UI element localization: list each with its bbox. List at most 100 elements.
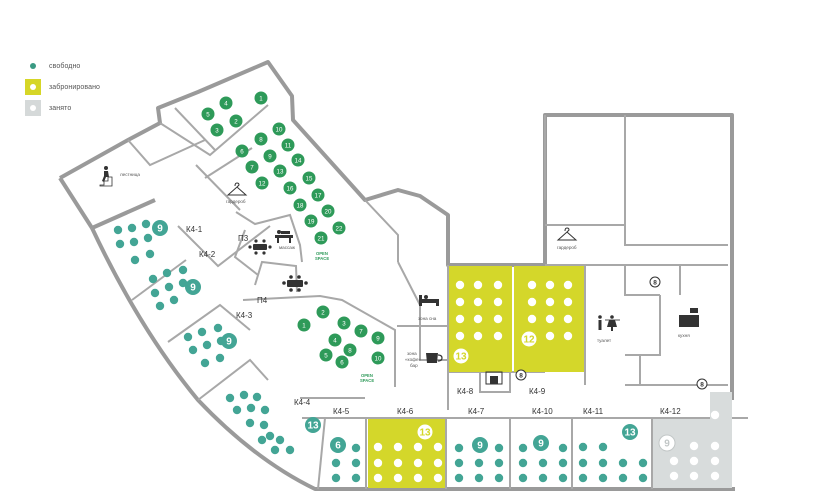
seat-dot[interactable] <box>393 473 403 483</box>
seat-dot[interactable] <box>183 332 193 342</box>
seat-dot[interactable] <box>252 392 262 402</box>
seat-dot[interactable] <box>493 297 503 307</box>
seat-dot[interactable] <box>169 295 179 305</box>
seat-dot[interactable] <box>474 458 484 468</box>
open-space-top-seat[interactable]: 2 <box>229 114 243 128</box>
seat-dot[interactable] <box>259 420 269 430</box>
open-space-mid-seat[interactable]: 1 <box>297 318 311 332</box>
seat-dot[interactable] <box>393 458 403 468</box>
seat-dot[interactable] <box>150 288 160 298</box>
seat-dot[interactable] <box>178 278 188 288</box>
seat-dot[interactable] <box>413 473 423 483</box>
seat-dot[interactable] <box>455 314 465 324</box>
seat-dot[interactable] <box>493 314 503 324</box>
open-space-top-seat[interactable]: 13 <box>273 164 287 178</box>
seat-dot[interactable] <box>331 458 341 468</box>
seat-dot[interactable] <box>558 443 568 453</box>
seat-dot[interactable] <box>493 331 503 341</box>
seat-dot[interactable] <box>689 456 699 466</box>
open-space-top-seat[interactable]: 18 <box>293 198 307 212</box>
seat-dot[interactable] <box>538 458 548 468</box>
seat-dot[interactable] <box>164 282 174 292</box>
seat-dot[interactable] <box>260 405 270 415</box>
seat-dot[interactable] <box>393 442 403 452</box>
open-space-mid-seat[interactable]: 8 <box>343 343 357 357</box>
seat-dot[interactable] <box>455 280 465 290</box>
seat-dot[interactable] <box>270 445 280 455</box>
seat-dot[interactable] <box>493 280 503 290</box>
open-space-mid-seat[interactable]: 6 <box>335 355 349 369</box>
seat-dot[interactable] <box>285 445 295 455</box>
seat-dot[interactable] <box>563 280 573 290</box>
seat-dot[interactable] <box>130 255 140 265</box>
seat-dot[interactable] <box>373 458 383 468</box>
open-space-top-seat[interactable]: 5 <box>201 107 215 121</box>
seat-dot[interactable] <box>413 458 423 468</box>
seat-dot[interactable] <box>710 456 720 466</box>
seat-dot[interactable] <box>232 405 242 415</box>
seat-dot[interactable] <box>578 442 588 452</box>
seat-dot[interactable] <box>197 327 207 337</box>
seat-dot[interactable] <box>518 443 528 453</box>
seat-dot[interactable] <box>473 280 483 290</box>
seat-dot[interactable] <box>239 390 249 400</box>
open-space-mid-seat[interactable]: 10 <box>371 351 385 365</box>
seat-dot[interactable] <box>433 458 443 468</box>
seat-dot[interactable] <box>433 473 443 483</box>
seat-dot[interactable] <box>545 331 555 341</box>
open-space-top-seat[interactable]: 12 <box>255 176 269 190</box>
seat-dot[interactable] <box>141 219 151 229</box>
seat-dot[interactable] <box>527 297 537 307</box>
seat-dot[interactable] <box>202 340 212 350</box>
seat-dot[interactable] <box>518 458 528 468</box>
seat-dot[interactable] <box>545 314 555 324</box>
seat-dot[interactable] <box>710 410 720 420</box>
seat-dot[interactable] <box>454 458 464 468</box>
open-space-top-seat[interactable]: 10 <box>272 122 286 136</box>
seat-dot[interactable] <box>618 458 628 468</box>
seat-dot[interactable] <box>689 471 699 481</box>
seat-dot[interactable] <box>545 280 555 290</box>
seat-dot[interactable] <box>225 393 235 403</box>
seat-dot[interactable] <box>413 442 423 452</box>
seat-dot[interactable] <box>563 297 573 307</box>
seat-dot[interactable] <box>473 297 483 307</box>
open-space-top-seat[interactable]: 17 <box>311 188 325 202</box>
open-space-top-seat[interactable]: 6 <box>235 144 249 158</box>
seat-dot[interactable] <box>545 297 555 307</box>
open-space-mid-seat[interactable]: 3 <box>337 316 351 330</box>
seat-dot[interactable] <box>265 431 275 441</box>
open-space-top-seat[interactable]: 14 <box>291 153 305 167</box>
open-space-mid-seat[interactable]: 9 <box>371 331 385 345</box>
seat-dot[interactable] <box>669 456 679 466</box>
open-space-top-seat[interactable]: 3 <box>210 123 224 137</box>
seat-dot[interactable] <box>351 443 361 453</box>
seat-dot[interactable] <box>473 314 483 324</box>
open-space-top-seat[interactable]: 21 <box>314 231 328 245</box>
seat-dot[interactable] <box>473 331 483 341</box>
seat-dot[interactable] <box>598 473 608 483</box>
open-space-top-seat[interactable]: 15 <box>302 171 316 185</box>
seat-dot[interactable] <box>188 345 198 355</box>
seat-dot[interactable] <box>257 435 267 445</box>
seat-dot[interactable] <box>213 323 223 333</box>
seat-dot[interactable] <box>113 225 123 235</box>
seat-dot[interactable] <box>351 473 361 483</box>
open-space-mid-seat[interactable]: 4 <box>328 333 342 347</box>
seat-dot[interactable] <box>127 223 137 233</box>
open-space-top-seat[interactable]: 11 <box>281 138 295 152</box>
seat-dot[interactable] <box>143 233 153 243</box>
seat-dot[interactable] <box>162 268 172 278</box>
seat-dot[interactable] <box>638 458 648 468</box>
seat-dot[interactable] <box>527 280 537 290</box>
seat-dot[interactable] <box>563 314 573 324</box>
seat-dot[interactable] <box>710 471 720 481</box>
seat-dot[interactable] <box>578 473 588 483</box>
seat-dot[interactable] <box>455 331 465 341</box>
seat-dot[interactable] <box>178 265 188 275</box>
seat-dot[interactable] <box>245 418 255 428</box>
open-space-mid-seat[interactable]: 7 <box>354 324 368 338</box>
seat-dot[interactable] <box>494 458 504 468</box>
seat-dot[interactable] <box>351 458 361 468</box>
seat-dot[interactable] <box>669 471 679 481</box>
